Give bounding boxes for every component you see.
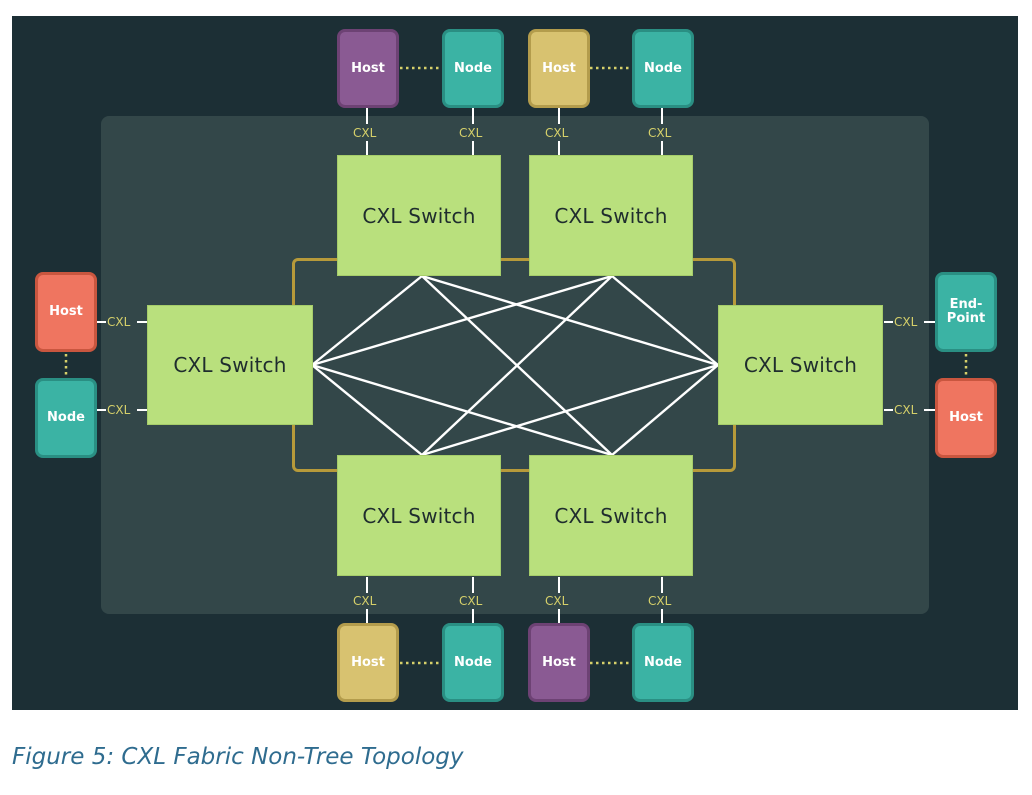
cxl-label-right-1: CXL (894, 315, 918, 329)
cxl-label-top-3: CXL (545, 126, 569, 140)
node-top-2: Node (632, 29, 694, 108)
cxl-label-top-1: CXL (353, 126, 377, 140)
cxl-label-left-1: CXL (107, 315, 131, 329)
cxl-switch-right: CXL Switch (718, 305, 883, 425)
host-top-1: Host (337, 29, 399, 108)
cxl-label-bottom-3: CXL (545, 594, 569, 608)
cxl-label-bottom-1: CXL (353, 594, 377, 608)
cxl-label-bottom-2: CXL (459, 594, 483, 608)
switch-mesh (311, 274, 719, 457)
cxl-label-right-2: CXL (894, 403, 918, 417)
host-bottom-2: Host (528, 623, 590, 702)
node-top-1: Node (442, 29, 504, 108)
endpoint-right: End- Point (935, 272, 997, 352)
host-top-2: Host (528, 29, 590, 108)
figure-caption: Figure 5: CXL Fabric Non-Tree Topology (12, 744, 464, 770)
node-bottom-2: Node (632, 623, 694, 702)
node-left: Node (35, 378, 97, 458)
cxl-switch-bottom-left: CXL Switch (337, 455, 501, 576)
cxl-label-top-4: CXL (648, 126, 672, 140)
host-right: Host (935, 378, 997, 458)
cxl-switch-bottom-right: CXL Switch (529, 455, 693, 576)
dotted-pairings (64, 66, 968, 665)
cxl-switch-top-right: CXL Switch (529, 155, 693, 276)
cxl-label-bottom-4: CXL (648, 594, 672, 608)
cxl-switch-top-left: CXL Switch (337, 155, 501, 276)
node-bottom-1: Node (442, 623, 504, 702)
cxl-switch-left: CXL Switch (147, 305, 313, 425)
device-links (96, 108, 936, 624)
host-left: Host (35, 272, 97, 352)
mesh-boundary (292, 258, 736, 472)
cxl-label-top-2: CXL (459, 126, 483, 140)
cxl-label-left-2: CXL (107, 403, 131, 417)
host-bottom-1: Host (337, 623, 399, 702)
